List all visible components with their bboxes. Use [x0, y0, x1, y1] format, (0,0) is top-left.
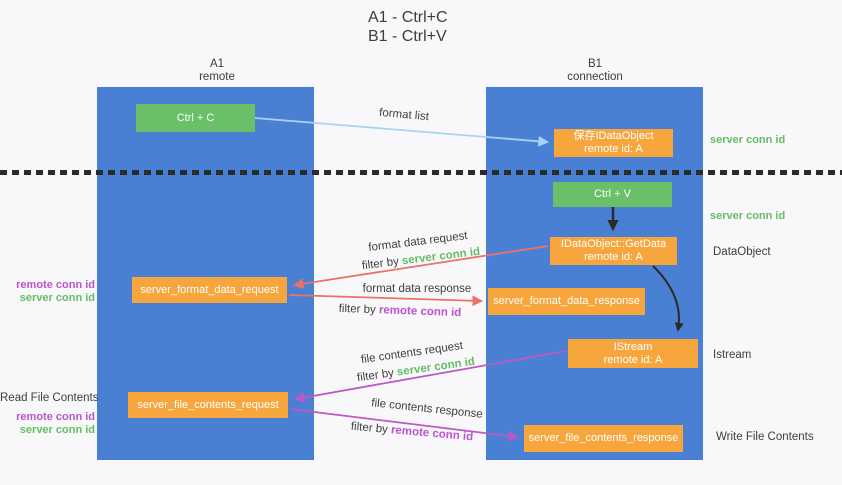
annotation-dataobject: DataObject: [713, 246, 771, 258]
filter-remote-conn-id: remote conn id: [378, 304, 462, 320]
column-a1-name: A1: [209, 58, 225, 70]
node-server-file-contents-response: server_file_contents_response: [524, 425, 683, 452]
node-istream-line2: remote id: A: [603, 353, 663, 366]
label-filter-file-response: filter by remote conn id: [349, 421, 476, 444]
column-b1-role: connection: [567, 71, 623, 83]
node-server-file-contents-response-label: server_file_contents_response: [528, 432, 679, 444]
annotation-server-conn-id-top: server conn id: [710, 134, 786, 146]
node-server-format-data-request-label: server_format_data_request: [140, 283, 279, 296]
annotation-remote-conn-id-top: remote conn id: [16, 279, 95, 291]
node-ctrl-c: Ctrl + C: [136, 104, 255, 132]
node-ctrl-c-label: Ctrl + C: [176, 111, 215, 124]
node-istream: IStream remote id: A: [568, 339, 698, 368]
filter-by-prefix: filter by: [338, 302, 380, 317]
filter-by-prefix: filter by: [361, 255, 403, 273]
column-a1-role: remote: [199, 71, 235, 83]
annotation-left-server-conn-id-bottom: server conn id: [19, 424, 95, 436]
column-b1-name: B1: [587, 58, 603, 70]
node-server-file-contents-request-label: server_file_contents_request: [137, 398, 279, 411]
node-server-format-data-response: server_format_data_response: [488, 288, 645, 315]
node-save-idataobject-line2: remote id: A: [584, 143, 643, 155]
node-idataobject-getdata: IDataObject::GetData remote id: A: [550, 237, 677, 265]
session-divider-dotted-line: [0, 170, 842, 175]
node-idataobject-getdata-line2: remote id: A: [584, 251, 643, 263]
node-ctrl-v: Ctrl + V: [553, 182, 672, 207]
filter-by-prefix: filter by: [356, 366, 398, 385]
label-format-data-response: format data response: [362, 283, 472, 295]
label-file-contents-response: file contents response: [370, 397, 484, 421]
annotation-read-file-contents: Read File Contents: [0, 392, 99, 404]
label-format-list: format list: [378, 106, 430, 124]
node-ctrl-v-label: Ctrl + V: [594, 188, 631, 200]
node-istream-line1: IStream: [613, 340, 653, 353]
node-server-format-data-request: server_format_data_request: [132, 277, 287, 303]
column-header-a1: A1 remote: [157, 58, 277, 84]
node-server-format-data-response-label: server_format_data_response: [493, 295, 640, 307]
annotation-istream: Istream: [713, 349, 752, 361]
label-filter-format-response: filter by remote conn id: [337, 303, 463, 319]
filter-remote-conn-id: remote conn id: [390, 424, 474, 444]
annotation-left-server-conn-id-top: server conn id: [19, 292, 95, 304]
annotation-write-file-contents: Write File Contents: [716, 431, 814, 443]
title-line-ctrl-v: B1 - Ctrl+V: [368, 28, 447, 45]
diagram-title: A1 - Ctrl+C B1 - Ctrl+V: [368, 8, 448, 46]
filter-server-conn-id: server conn id: [401, 245, 481, 268]
node-save-idataobject: 保存IDataObject remote id: A: [554, 129, 673, 157]
node-save-idataobject-line1: 保存IDataObject: [573, 130, 654, 142]
annotation-remote-conn-id-bottom: remote conn id: [16, 411, 95, 423]
node-server-file-contents-request: server_file_contents_request: [128, 392, 288, 418]
node-idataobject-getdata-line1: IDataObject::GetData: [560, 238, 667, 250]
filter-by-prefix: filter by: [350, 420, 392, 437]
column-header-b1: B1 connection: [535, 58, 655, 84]
annotation-server-conn-id-mid: server conn id: [710, 210, 786, 222]
arrow-format-data-response: [288, 294, 484, 307]
title-line-ctrl-c: A1 - Ctrl+C: [368, 9, 448, 26]
